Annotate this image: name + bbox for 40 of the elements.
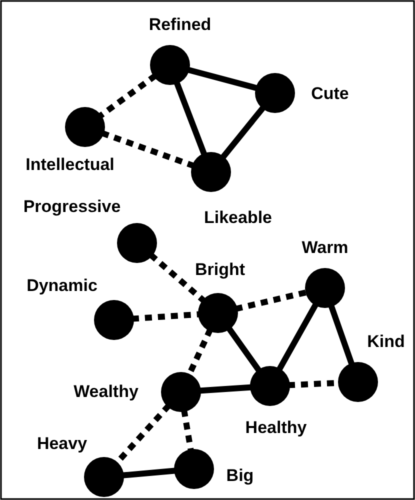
dashed-link bbox=[98, 73, 158, 119]
node-label: Warm bbox=[302, 238, 348, 258]
node-label: Progressive bbox=[23, 197, 121, 217]
link-line bbox=[328, 304, 355, 366]
node-label: Intellectual bbox=[26, 155, 114, 175]
circle-node bbox=[305, 268, 345, 308]
circle-node bbox=[117, 223, 157, 263]
dashed-link bbox=[132, 311, 200, 322]
link-line bbox=[226, 326, 262, 374]
node-label: Kind bbox=[367, 332, 405, 352]
link-line bbox=[220, 105, 266, 160]
dashed-link bbox=[148, 252, 206, 304]
node-label: Likeable bbox=[204, 208, 272, 228]
circle-node bbox=[198, 293, 238, 333]
circle-node bbox=[255, 73, 295, 113]
dashed-link bbox=[234, 289, 308, 312]
link-line bbox=[186, 66, 258, 92]
circle-node bbox=[191, 152, 231, 192]
circle-node bbox=[84, 457, 124, 497]
circle-node bbox=[65, 107, 105, 147]
dashed-link bbox=[181, 409, 194, 452]
circle-node bbox=[94, 300, 134, 340]
node-label: Refined bbox=[148, 15, 212, 35]
node-label: Heavy bbox=[36, 434, 88, 454]
link-line bbox=[198, 384, 252, 394]
circle-node bbox=[338, 362, 378, 402]
node-label: Dynamic bbox=[26, 276, 98, 296]
circle-node bbox=[250, 366, 290, 406]
dashed-link bbox=[100, 130, 196, 169]
link-line bbox=[174, 80, 208, 156]
circle-node bbox=[161, 372, 201, 412]
link-line bbox=[276, 302, 319, 372]
circle-node bbox=[174, 449, 214, 489]
node-label: Cute bbox=[311, 84, 349, 104]
node-label: Wealthy bbox=[74, 382, 138, 402]
link-line bbox=[122, 468, 176, 478]
node-label: Big bbox=[226, 466, 254, 486]
node-label: Bright bbox=[194, 260, 246, 280]
circle-node bbox=[150, 45, 190, 85]
node-label: Healthy bbox=[245, 418, 307, 438]
